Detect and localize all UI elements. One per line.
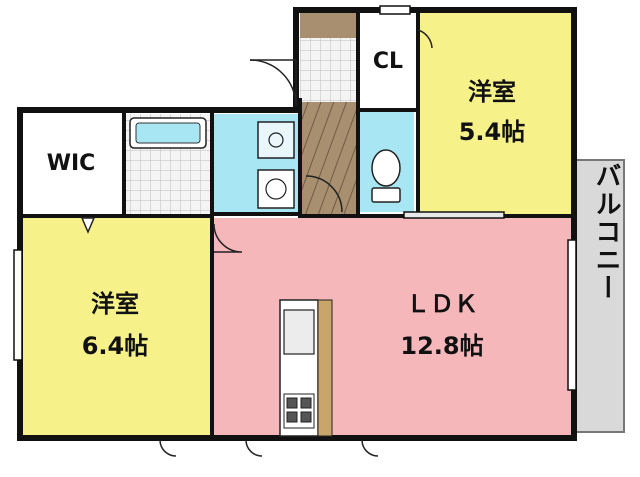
western-room-64-size: 6.4帖: [82, 332, 149, 360]
bathtub-water: [135, 122, 201, 144]
wic-label: WIC: [47, 151, 96, 176]
closet-label: CL: [373, 49, 403, 74]
ldk-size: 12.8帖: [400, 332, 483, 360]
western-room-54-name: 洋室: [468, 78, 516, 106]
kitchen-sink: [283, 309, 315, 355]
western-room-54-floor: [418, 12, 572, 217]
washing-machine-icon: [265, 178, 287, 200]
kitchen-backsplash: [317, 299, 333, 437]
door-swings: [159, 29, 433, 457]
ldk-floor: [212, 218, 572, 436]
stove-icon: [283, 393, 315, 429]
washbasin-drain-icon: [268, 132, 284, 148]
toilet-icon: [371, 149, 401, 203]
closet-floor: [358, 12, 418, 108]
balcony-area: [571, 159, 625, 433]
western-room-64-floor: [22, 218, 212, 436]
door-arrow-icon: [80, 217, 96, 234]
washing-machine-pan: [257, 169, 295, 209]
ldk-name: ＬＤＫ: [406, 290, 478, 318]
entrance-shelf: [300, 12, 356, 38]
washbasin: [257, 121, 295, 159]
windows: [13, 5, 577, 391]
western-room-54-size: 5.4帖: [459, 118, 526, 146]
western-room-64-name: 洋室: [91, 290, 139, 318]
wic-floor: [22, 112, 122, 216]
balcony-label: バルコニー: [591, 162, 621, 302]
entrance-hall-floor: [300, 102, 356, 214]
